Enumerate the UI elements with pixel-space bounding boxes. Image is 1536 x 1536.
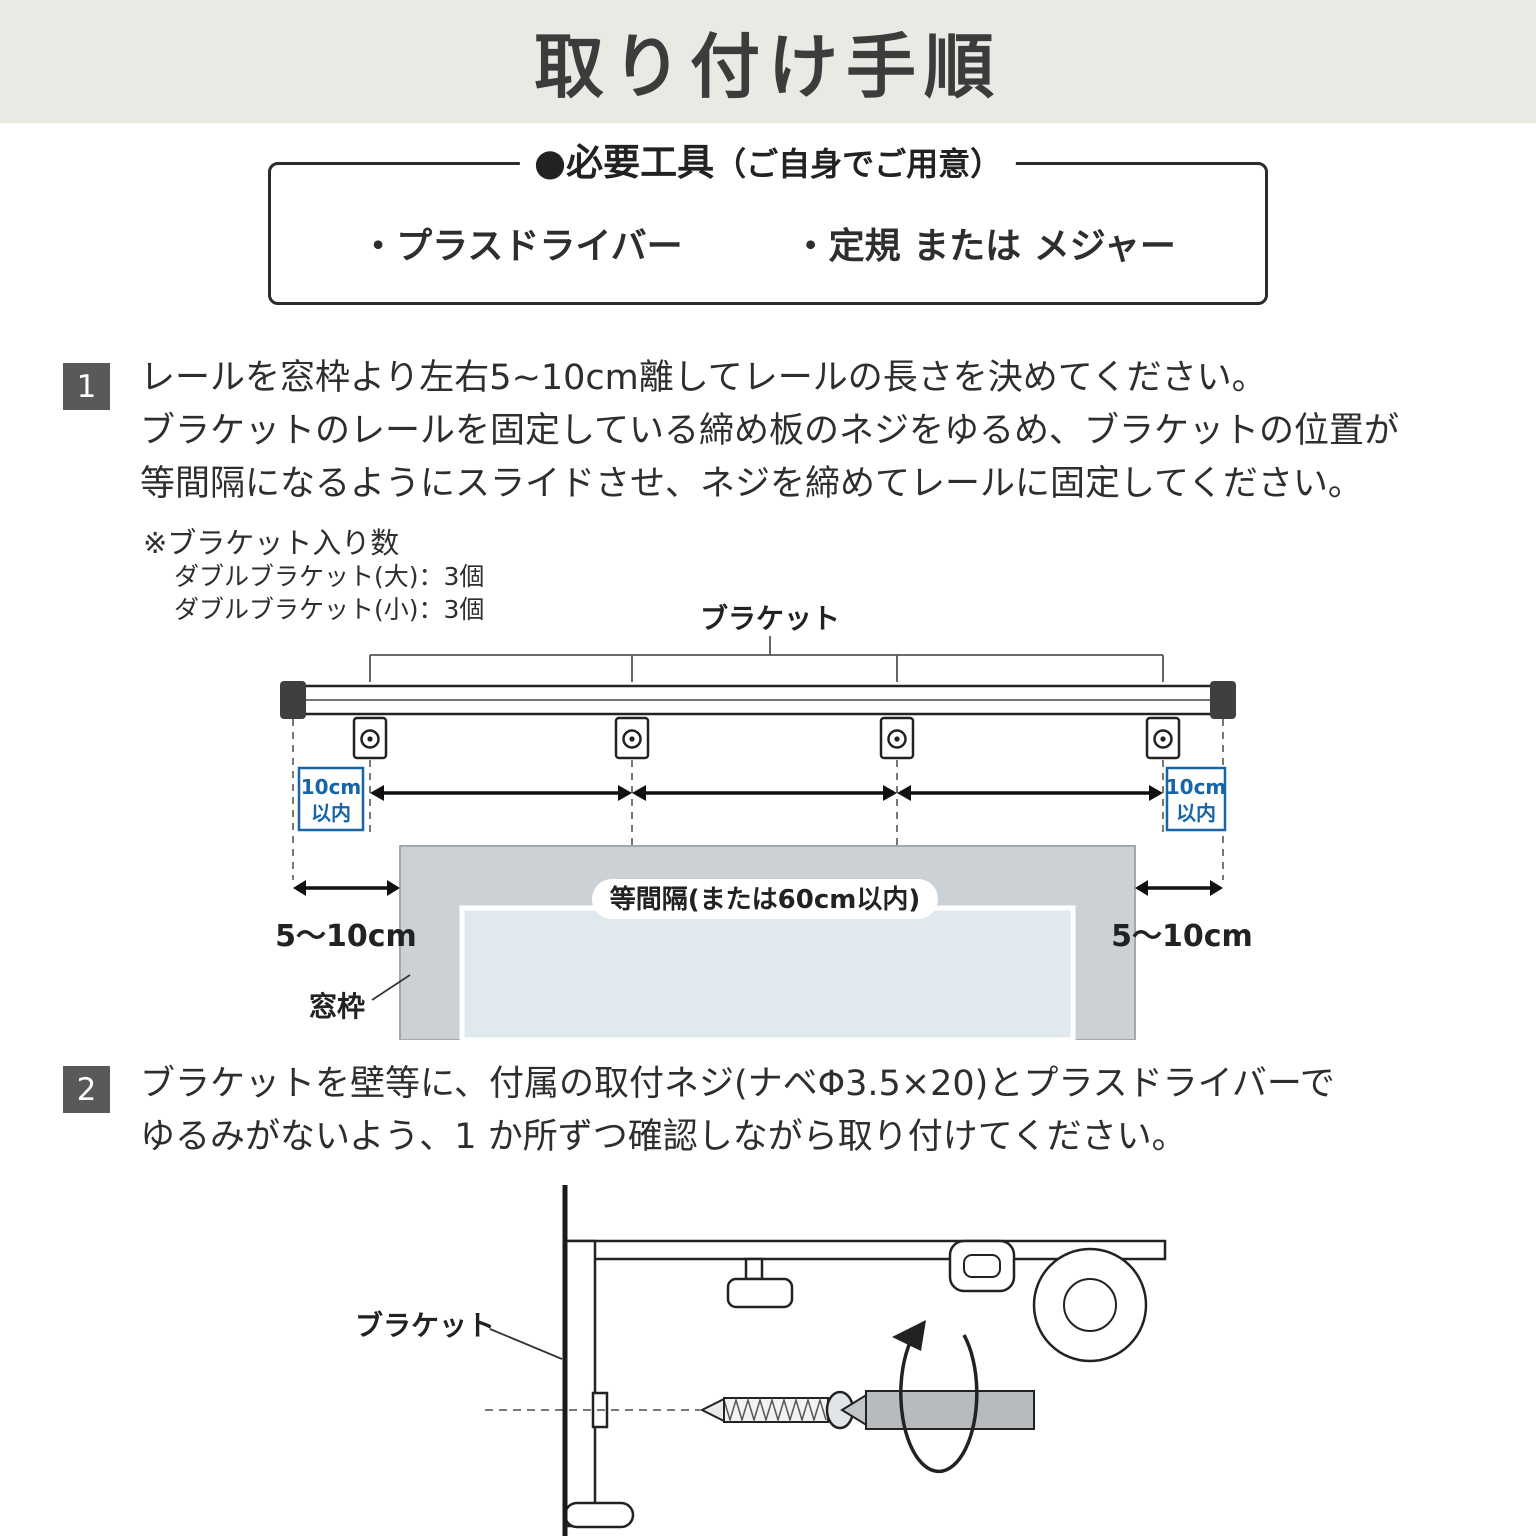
curtain-rail (280, 681, 1236, 719)
bracket-count-large: ダブルブラケット(大)：3個 (174, 562, 485, 591)
bracket-mounting-diagram: ブラケット (355, 1185, 1167, 1536)
bracket-callout-lines (369, 636, 1164, 682)
rail-layout-diagram: ブラケット 10cm 以内 10c (275, 602, 1253, 1040)
step1-line-2: ブラケットのレールを固定している締め板のネジをゆるめ、ブラケットの位置が (140, 411, 1399, 451)
rail-end-cap-right (1210, 681, 1236, 719)
screw-tip (699, 1397, 725, 1423)
margin-left-unit: 以内 (311, 801, 351, 825)
bracket-count-small: ダブルブラケット(小)：3個 (174, 595, 485, 624)
gap-right-label: 5〜10cm (1111, 919, 1253, 954)
gap-arrow-right (1135, 880, 1223, 896)
bracket-leader-line (489, 1328, 563, 1360)
rail-brackets (352, 716, 1181, 760)
window-frame-leader (371, 974, 411, 1001)
step2-line-1: ブラケットを壁等に、付属の取付ネジ(ナベΦ3.5×20)とプラスドライバーで (140, 1064, 1335, 1104)
equal-spacing-label: 等間隔(または60cm以内) (592, 879, 938, 919)
bracket-label: ブラケット (355, 1309, 495, 1342)
screw-threads (723, 1397, 827, 1423)
tools-list: ・プラスドライバー ・定規 または メジャー (271, 217, 1265, 269)
window-frame (399, 845, 1136, 1040)
page-title: 取り付け手順 (534, 26, 1002, 108)
screwdriver-shaft (865, 1390, 1035, 1430)
margin-box-left: 10cm 以内 (297, 766, 365, 832)
step2-number-badge: 2 (63, 1066, 110, 1113)
margin-left-value: 10cm (301, 775, 362, 799)
window-frame-label: 窓枠 (309, 990, 365, 1023)
margin-box-right: 10cm 以内 (1166, 766, 1227, 832)
rail-profile (948, 1239, 1148, 1363)
clamp-plate (726, 1257, 794, 1309)
step1-line-3: 等間隔になるようにスライドさせ、ネジを締めてレールに固定してください。 (140, 464, 1363, 504)
step1-number-badge: 1 (63, 363, 110, 410)
page-header: 取り付け手順 (0, 0, 1536, 123)
bracket-1 (352, 716, 388, 760)
tools-box-title: ●必要工具（ご自身でご用意） (519, 139, 1017, 194)
equal-spacing-text: 等間隔(または60cm以内) (610, 884, 920, 915)
margin-right-value: 10cm (1166, 775, 1227, 799)
gap-left-label: 5〜10cm (275, 919, 417, 954)
bracket-count-note: ダブルブラケット(大)：3個 ダブルブラケット(小)：3個 (174, 560, 484, 626)
mounting-screw (699, 1390, 855, 1430)
margin-right-unit: 以内 (1176, 801, 1216, 825)
bracket-3 (879, 716, 915, 760)
rail-end-cap-left (280, 681, 306, 719)
tools-box-title-main: ●必要工具 (533, 141, 715, 184)
step2-line-2: ゆるみがないよう、1 か所ずつ確認しながら取り付けてください。 (140, 1117, 1187, 1157)
tool-item-screwdriver: ・プラスドライバー (360, 226, 683, 267)
spacing-arrows (370, 785, 1163, 801)
tool-item-ruler: ・定規 または メジャー (792, 226, 1176, 267)
screwdriver (840, 1390, 1035, 1430)
tools-box: ●必要工具（ご自身でご用意） ・プラスドライバー ・定規 または メジャー (268, 139, 1268, 305)
bracket-2 (614, 716, 650, 760)
bracket-label: ブラケット (700, 602, 840, 635)
rotation-arrow-icon (892, 1320, 979, 1474)
window-glass (459, 905, 1076, 1040)
step2-instructions: ブラケットを壁等に、付属の取付ネジ(ナベΦ3.5×20)とプラスドライバーで ゆ… (140, 1058, 1335, 1164)
step1-instructions: レールを窓枠より左右5~10cm離してレールの長さを決めてください。 ブラケット… (140, 352, 1399, 511)
step1-line-1: レールを窓枠より左右5~10cm離してレールの長さを決めてください。 (140, 358, 1267, 398)
bracket-4 (1145, 716, 1181, 760)
bracket-count-note-title: ※ブラケット入り数 (143, 526, 400, 560)
gap-arrow-left (293, 880, 400, 896)
tools-box-title-sub: （ご自身でご用意） (714, 145, 1003, 183)
